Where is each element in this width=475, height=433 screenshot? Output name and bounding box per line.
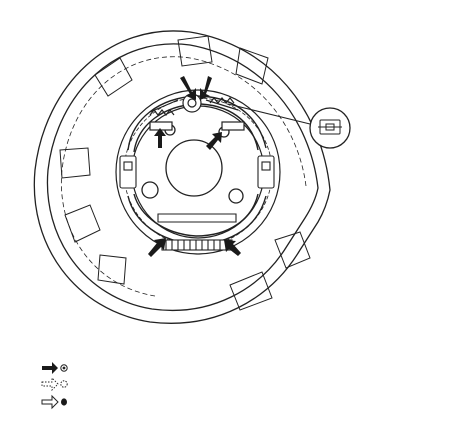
hold-down-brackets: [119, 155, 275, 189]
shield-ribs: [59, 35, 311, 311]
grease-point-dashed-icon: [60, 380, 68, 388]
solid-dot-icon: [61, 398, 67, 406]
legend-row-outline: [41, 394, 67, 410]
solid-arrow-icon: [148, 238, 166, 257]
outline-arrow-icon: [41, 394, 59, 410]
legend-row-solid: [42, 362, 68, 374]
legend: [41, 362, 68, 410]
hub-opening: [141, 124, 244, 204]
anchor-assembly: [149, 93, 245, 131]
grease-point-icon: [60, 364, 68, 372]
solid-arrow-icon: [200, 76, 212, 100]
solid-arrow-icon: [154, 128, 166, 148]
legend-row-dashed: [41, 376, 68, 392]
solid-arrow-icon: [42, 362, 58, 374]
callout-leader-line: [227, 103, 311, 125]
clip-detail-icon: [318, 119, 342, 135]
solid-arrow-icon: [180, 76, 196, 100]
dashed-arrow-icon: [41, 376, 59, 392]
solid-arrow-icon: [224, 240, 241, 256]
grease-point-arrows: [148, 76, 241, 257]
callout-detail: [309, 107, 351, 149]
solid-arrow-icon: [206, 132, 222, 150]
